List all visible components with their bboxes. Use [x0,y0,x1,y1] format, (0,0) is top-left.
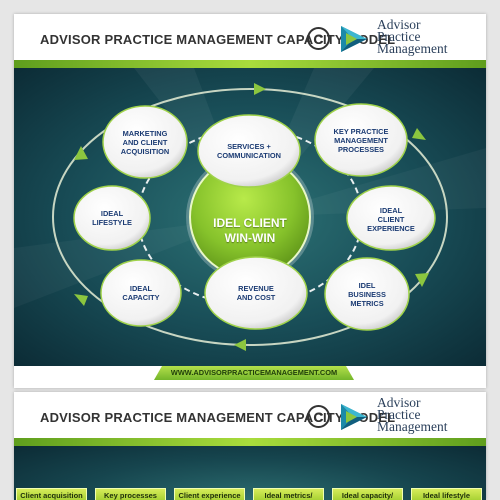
slide-title: ADVISOR PRACTICE MANAGEMENT CAPACITY MOD… [40,32,396,47]
cycle-arrow-icon [234,339,246,351]
logo-triangle-icon [341,26,367,52]
green-band [14,60,486,68]
cycle-arrow-icon [412,128,426,140]
tab-ideal-lifestyle[interactable]: Ideal lifestyle [411,488,482,500]
tabs-slide: ADVISOR PRACTICE MANAGEMENT CAPACITY MOD… [14,392,486,500]
center-label: IDEL CLIENT WIN-WIN [188,216,312,246]
logo-triangle-icon [341,404,367,430]
tab-client-acquisition[interactable]: Client acquisition [16,488,87,500]
logo-line-2: Practice [377,29,421,44]
green-band [14,438,486,446]
url-bar [154,366,354,380]
copyright-icon: C [307,27,330,50]
logo-wordmark: Advisor Practice Management [377,17,448,56]
node-ideal-client-experience [346,185,436,251]
tab-strip: Client acquisition Key processes Client … [16,488,486,500]
slide-footer: WWW.ADVISORPRACTICEMANAGEMENT.COM [14,366,486,388]
website-url[interactable]: WWW.ADVISORPRACTICEMANAGEMENT.COM [170,368,338,377]
cycle-arrow-icon [74,146,88,160]
node-key-practice [314,103,408,177]
node-ideal-lifestyle [73,185,151,251]
logo-line-3: Management [377,419,448,434]
tabs-stage: Client acquisition Key processes Client … [14,446,486,500]
center-label-line-2: WIN-WIN [224,231,276,245]
logo-line-1: Advisor [377,17,421,32]
node-business-metrics [324,257,410,331]
tab-ideal-capacity[interactable]: Ideal capacity/ [332,488,403,500]
outer-cycle-ring [52,88,448,346]
tab-key-processes[interactable]: Key processes [95,488,166,500]
logo-line-1: Advisor [377,395,421,410]
cycle-arrow-icon [415,273,429,287]
node-marketing [102,105,188,179]
node-ideal-capacity [100,259,182,327]
node-revenue [204,256,308,330]
cycle-arrow-icon [254,83,266,95]
center-label-line-1: IDEL CLIENT [213,216,287,230]
node-services-label: SERVICES +COMMUNICATION [217,142,281,160]
tab-client-experience[interactable]: Client experience [174,488,245,500]
logo-line-3: Management [377,41,448,56]
cycle-arrow-icon [74,294,88,306]
tab-ideal-metrics[interactable]: Ideal metrics/ [253,488,324,500]
logo-wordmark: Advisor Practice Management [377,395,448,434]
slide-header: ADVISOR PRACTICE MANAGEMENT CAPACITY MOD… [14,14,486,60]
slide-header: ADVISOR PRACTICE MANAGEMENT CAPACITY MOD… [14,392,486,438]
copyright-icon: C [307,405,330,428]
diagram-slide: ADVISOR PRACTICE MANAGEMENT CAPACITY MOD… [14,14,486,388]
node-services [197,114,301,188]
diagram-svg [14,68,486,366]
slide-title: ADVISOR PRACTICE MANAGEMENT CAPACITY MOD… [40,410,396,425]
logo-line-2: Practice [377,407,421,422]
